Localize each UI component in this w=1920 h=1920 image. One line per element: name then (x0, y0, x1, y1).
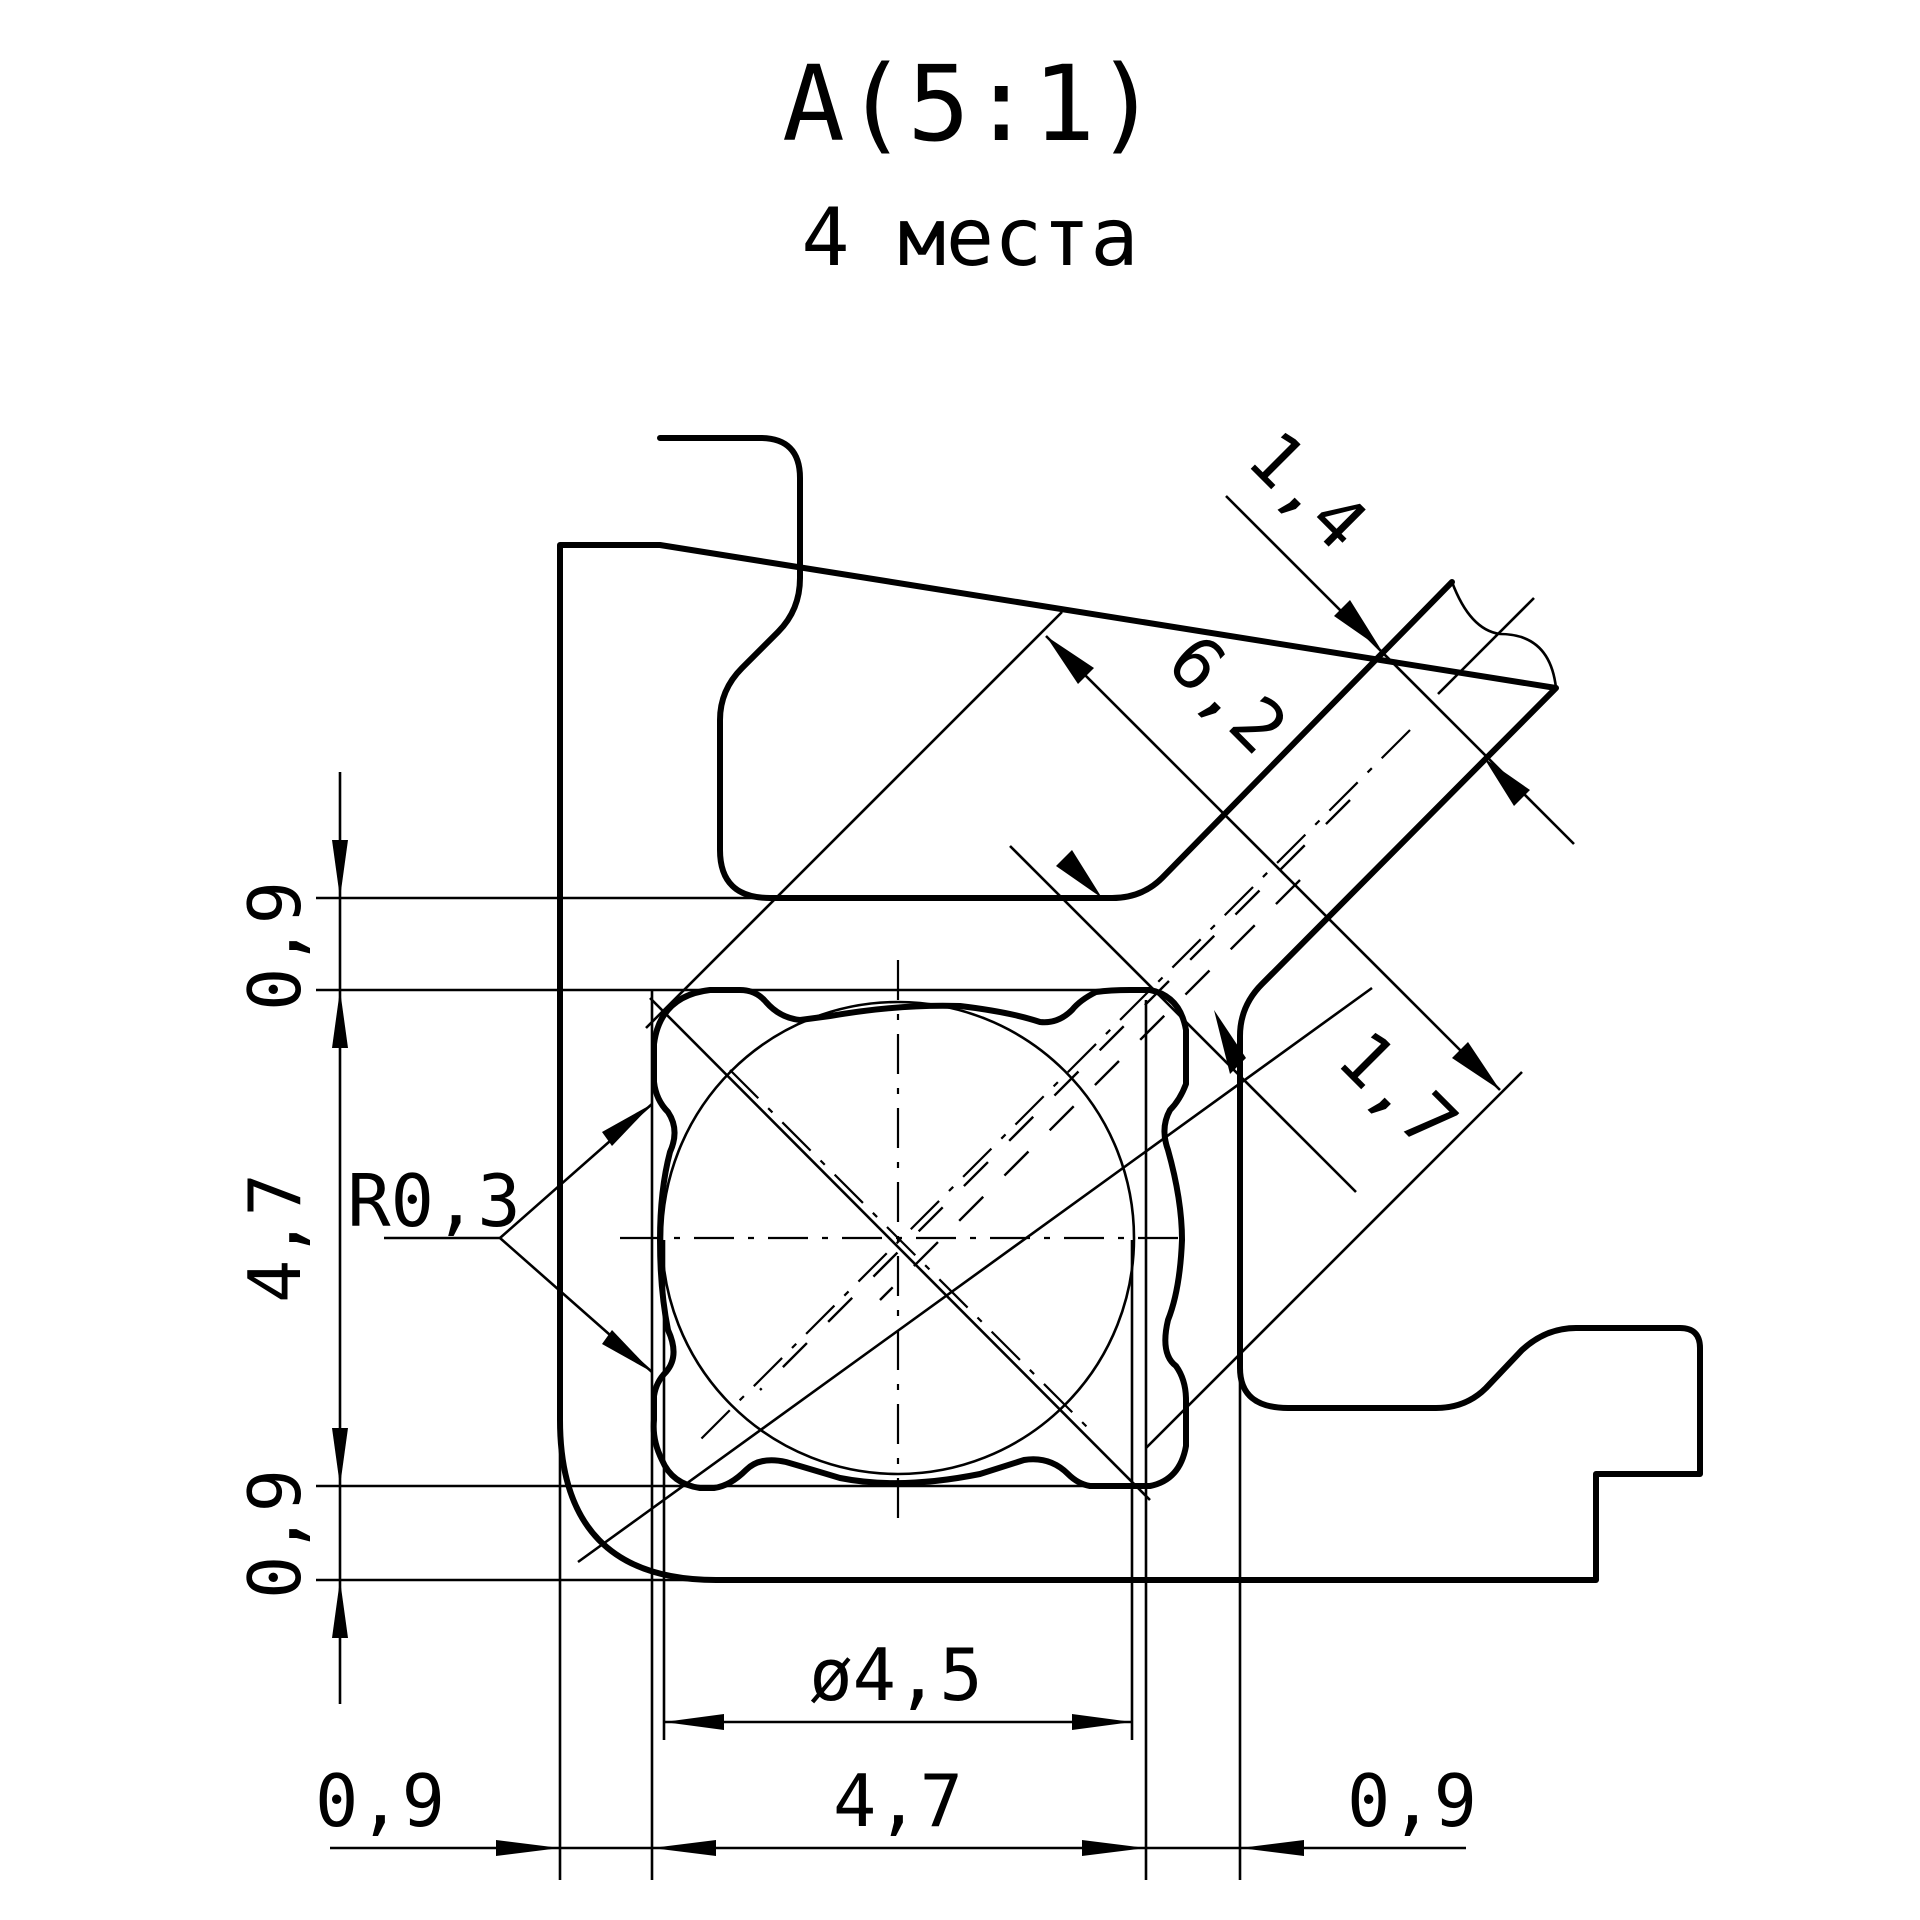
dimension-texts: 0,9 4,7 0,9 0,9 4,7 0,9 R0,3 ø4,5 6,2 1,… (233, 415, 1477, 1843)
dim-left-right: 0,9 (1347, 1759, 1477, 1843)
hole-circle (660, 1000, 1136, 1476)
dim-radius: R0,3 (347, 1159, 520, 1243)
dim-bottom-width: 0,9 (233, 1469, 317, 1599)
view-title: A(5:1) (782, 43, 1158, 165)
dim-left-left: 0,9 (315, 1759, 445, 1843)
view-subtitle: 4 места (801, 191, 1138, 284)
extension-lines (316, 495, 1575, 1880)
dim-top-width: 0,9 (233, 881, 317, 1011)
dimension-lines (330, 600, 1530, 1856)
dim-diameter: ø4,5 (809, 1633, 982, 1717)
center-lines (620, 729, 1411, 1520)
break-line (1450, 581, 1558, 689)
dim-body-width: 4,7 (233, 1173, 317, 1303)
dim-left-mid: 4,7 (833, 1759, 963, 1843)
dim-slot-width: 1,4 (1232, 415, 1383, 566)
